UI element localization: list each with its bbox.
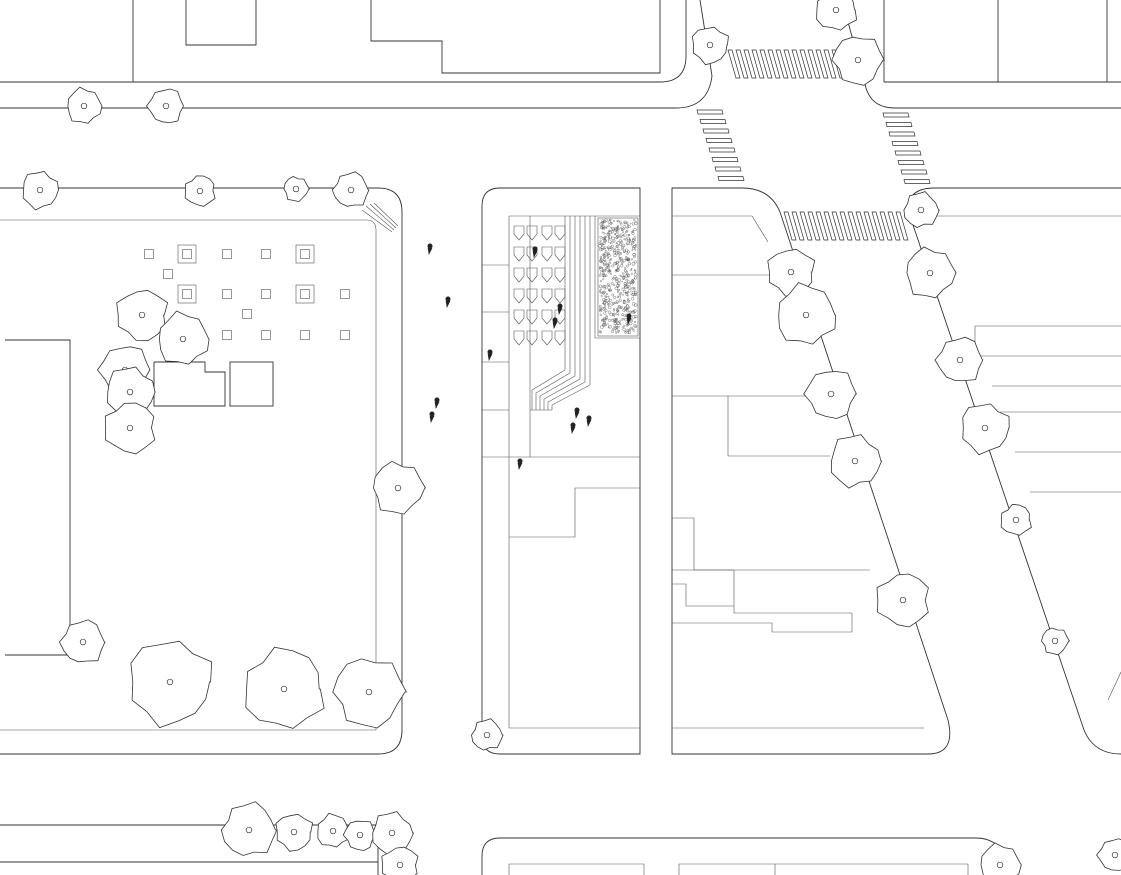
tree-icon <box>275 813 314 852</box>
planter <box>177 244 197 264</box>
planter <box>261 249 271 259</box>
pedestrian-icon <box>517 458 523 470</box>
tree-icon <box>778 282 837 345</box>
planter <box>222 249 232 259</box>
tree-icon <box>158 310 210 365</box>
terraced-steps <box>530 216 640 411</box>
paving-tile <box>541 225 566 241</box>
tree-icon <box>803 371 858 419</box>
top-block <box>0 0 687 83</box>
paving-tile <box>513 267 538 283</box>
planter-grid <box>144 244 350 340</box>
tree-icon <box>876 573 929 628</box>
right-center-block <box>671 187 951 755</box>
pedestrian-layer <box>427 243 632 470</box>
crosswalk-middle <box>783 211 909 241</box>
planter <box>144 249 154 259</box>
planter <box>177 284 197 304</box>
pedestrian-icon <box>552 317 558 329</box>
tree-icon <box>67 86 103 124</box>
paving-tile <box>513 288 538 304</box>
pedestrian-icon <box>626 313 632 325</box>
paving-tile <box>513 225 538 241</box>
pedestrian-icon <box>574 407 580 419</box>
center-block <box>481 187 641 755</box>
tree-icon <box>283 176 310 203</box>
pedestrian-icon <box>434 397 440 409</box>
tree-icon <box>331 171 370 207</box>
tree-icon <box>381 846 419 875</box>
tree-icon <box>1096 838 1121 871</box>
bottom-street <box>0 824 1013 875</box>
pedestrian-icon <box>532 246 538 258</box>
pedestrian-icon <box>586 415 592 427</box>
tree-icon <box>22 171 59 211</box>
pedestrian-icon <box>570 422 576 434</box>
tree-icon <box>816 0 858 31</box>
tree-icon <box>831 36 885 86</box>
planter <box>340 289 350 299</box>
tree-icon <box>220 801 278 856</box>
pedestrian-icon <box>445 296 451 308</box>
crosswalk-left <box>696 109 745 181</box>
pedestrian-icon <box>429 411 435 423</box>
tree-icon <box>1000 503 1032 536</box>
planter <box>295 284 315 304</box>
tree-icon <box>184 175 216 207</box>
planting-bed <box>597 217 639 337</box>
top-street <box>0 0 1121 109</box>
paving-tile <box>541 309 566 325</box>
planter <box>300 330 310 340</box>
planter <box>295 244 315 264</box>
planter <box>261 330 271 340</box>
paving-tile <box>541 246 566 262</box>
tree-icon <box>342 820 377 852</box>
paving-tile <box>541 330 566 346</box>
tree-icon <box>245 646 325 729</box>
paving-tile <box>513 309 538 325</box>
tree-icon <box>372 811 415 855</box>
planter <box>163 269 173 279</box>
tree-icon <box>962 403 1010 456</box>
paving-tile <box>541 267 566 283</box>
tree-icon <box>373 460 427 515</box>
tree-icon <box>1041 627 1071 656</box>
pedestrian-icon <box>487 349 493 361</box>
tree-icon <box>130 640 213 729</box>
tree-icon <box>58 619 106 663</box>
tree-icon <box>934 336 984 381</box>
tree-icon <box>980 842 1022 875</box>
tree-icon <box>317 812 350 848</box>
planter <box>340 330 350 340</box>
tree-icon <box>903 191 940 228</box>
tree-icon <box>116 289 169 342</box>
planter <box>261 289 271 299</box>
paving-tile <box>513 330 538 346</box>
pedestrian-icon <box>557 303 563 315</box>
planter <box>222 289 232 299</box>
crosswalk-right <box>882 112 931 184</box>
tree-icon <box>906 246 957 299</box>
planter <box>242 309 252 319</box>
tree-icon <box>691 26 729 66</box>
tree-icon <box>146 88 184 124</box>
tree-icon <box>831 434 883 489</box>
paving-tile <box>541 288 566 304</box>
tree-icon <box>471 718 504 751</box>
planter <box>222 330 232 340</box>
tree-icon <box>104 402 156 455</box>
pedestrian-icon <box>427 243 433 255</box>
paving-pattern <box>513 225 566 346</box>
planting-texture <box>598 218 638 335</box>
corner-fan-stairs <box>361 202 399 233</box>
tree-icon <box>332 658 408 729</box>
tree-layer <box>22 0 1121 875</box>
